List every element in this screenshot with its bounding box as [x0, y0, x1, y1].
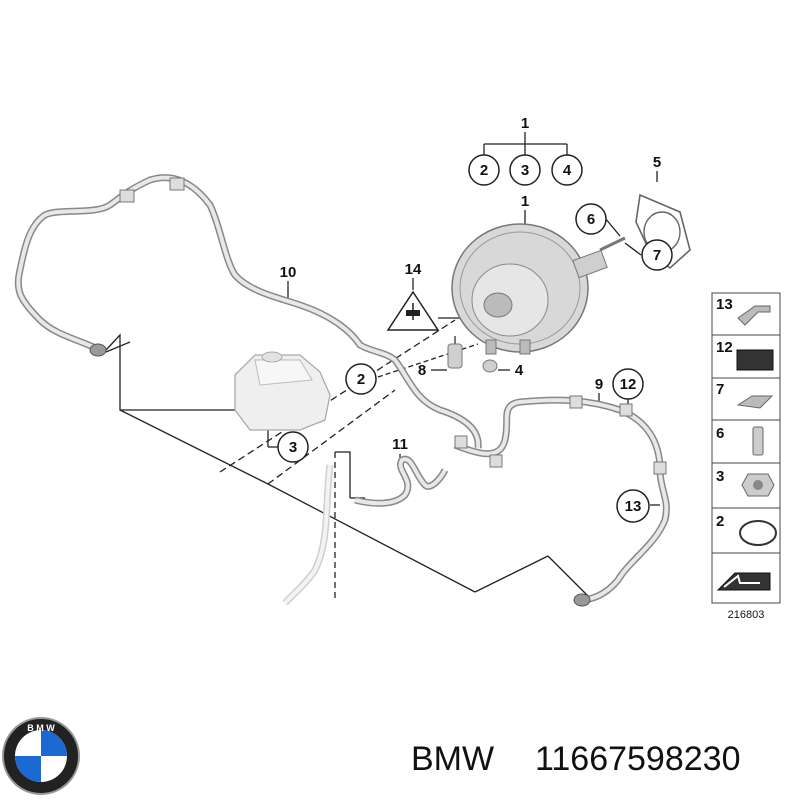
callout-8: 8: [418, 362, 426, 379]
svg-text:1: 1: [521, 193, 529, 210]
diagram-number: 216803: [728, 609, 765, 621]
legend-item-6: 6: [716, 425, 764, 456]
svg-text:7: 7: [716, 381, 724, 398]
hose-9: [453, 395, 670, 607]
callout-1-booster: 1: [521, 193, 529, 210]
legend-pointer-icon: [716, 572, 771, 591]
svg-text:5: 5: [653, 154, 661, 171]
svg-text:3: 3: [289, 439, 297, 456]
legend-item-13: 13: [716, 296, 771, 326]
brake-booster: [451, 223, 626, 355]
callout-9: 9: [595, 376, 603, 393]
part-number: 11667598230: [535, 740, 740, 778]
svg-text:6: 6: [716, 425, 724, 442]
vacuum-hose: [14, 174, 482, 449]
callout-4-top: 4: [551, 154, 583, 186]
legend-item-7: 7: [716, 381, 774, 409]
callout-1-top: 1: [521, 115, 529, 132]
svg-text:6: 6: [587, 211, 595, 228]
grommet-part: [482, 359, 498, 373]
callout-3: 3: [277, 431, 309, 463]
hose-11: [354, 455, 449, 507]
legend-item-3: 3: [716, 468, 775, 497]
callout-5: 5: [653, 154, 661, 171]
callout-2: 2: [345, 363, 377, 395]
svg-text:7: 7: [653, 247, 661, 264]
ghost-pipe: [282, 464, 334, 606]
callout-14: 14: [405, 261, 422, 278]
callout-10: 10: [280, 264, 297, 281]
callout-7: 7: [641, 239, 673, 271]
svg-text:11: 11: [392, 436, 408, 453]
legend-item-12: 12: [716, 339, 774, 371]
callout-3-top: 3: [509, 154, 541, 186]
svg-text:2: 2: [357, 371, 365, 388]
svg-text:9: 9: [595, 376, 603, 393]
callout-6: 6: [575, 203, 607, 235]
svg-text:1: 1: [521, 115, 529, 132]
callout-13: 13: [616, 489, 650, 523]
legend-item-2: 2: [716, 513, 777, 546]
svg-text:12: 12: [716, 339, 733, 356]
svg-text:13: 13: [716, 296, 733, 313]
svg-text:13: 13: [625, 498, 642, 515]
svg-text:8: 8: [418, 362, 426, 379]
svg-text:2: 2: [480, 162, 488, 179]
leader-lines: [105, 132, 660, 600]
svg-text:2: 2: [716, 513, 724, 530]
callout-4: 4: [515, 362, 524, 379]
parts-legend: 13 12 7 6 3 2 216803: [711, 292, 781, 621]
bmw-logo: B M W: [2, 717, 80, 795]
svg-text:B M W: B M W: [27, 723, 55, 733]
callout-2-top: 2: [468, 154, 500, 186]
callout-11: 11: [392, 436, 408, 453]
callout-12: 12: [612, 368, 644, 400]
svg-text:10: 10: [280, 264, 297, 281]
svg-text:3: 3: [716, 468, 724, 485]
check-valve-part: [447, 336, 463, 369]
brand-label: BMW: [411, 740, 494, 778]
svg-text:4: 4: [515, 362, 524, 379]
svg-text:3: 3: [521, 162, 529, 179]
svg-text:4: 4: [563, 162, 572, 179]
svg-text:14: 14: [405, 261, 422, 278]
reservoir-tank: [234, 351, 331, 431]
warning-triangle-icon: [386, 290, 440, 331]
svg-text:12: 12: [620, 376, 637, 393]
